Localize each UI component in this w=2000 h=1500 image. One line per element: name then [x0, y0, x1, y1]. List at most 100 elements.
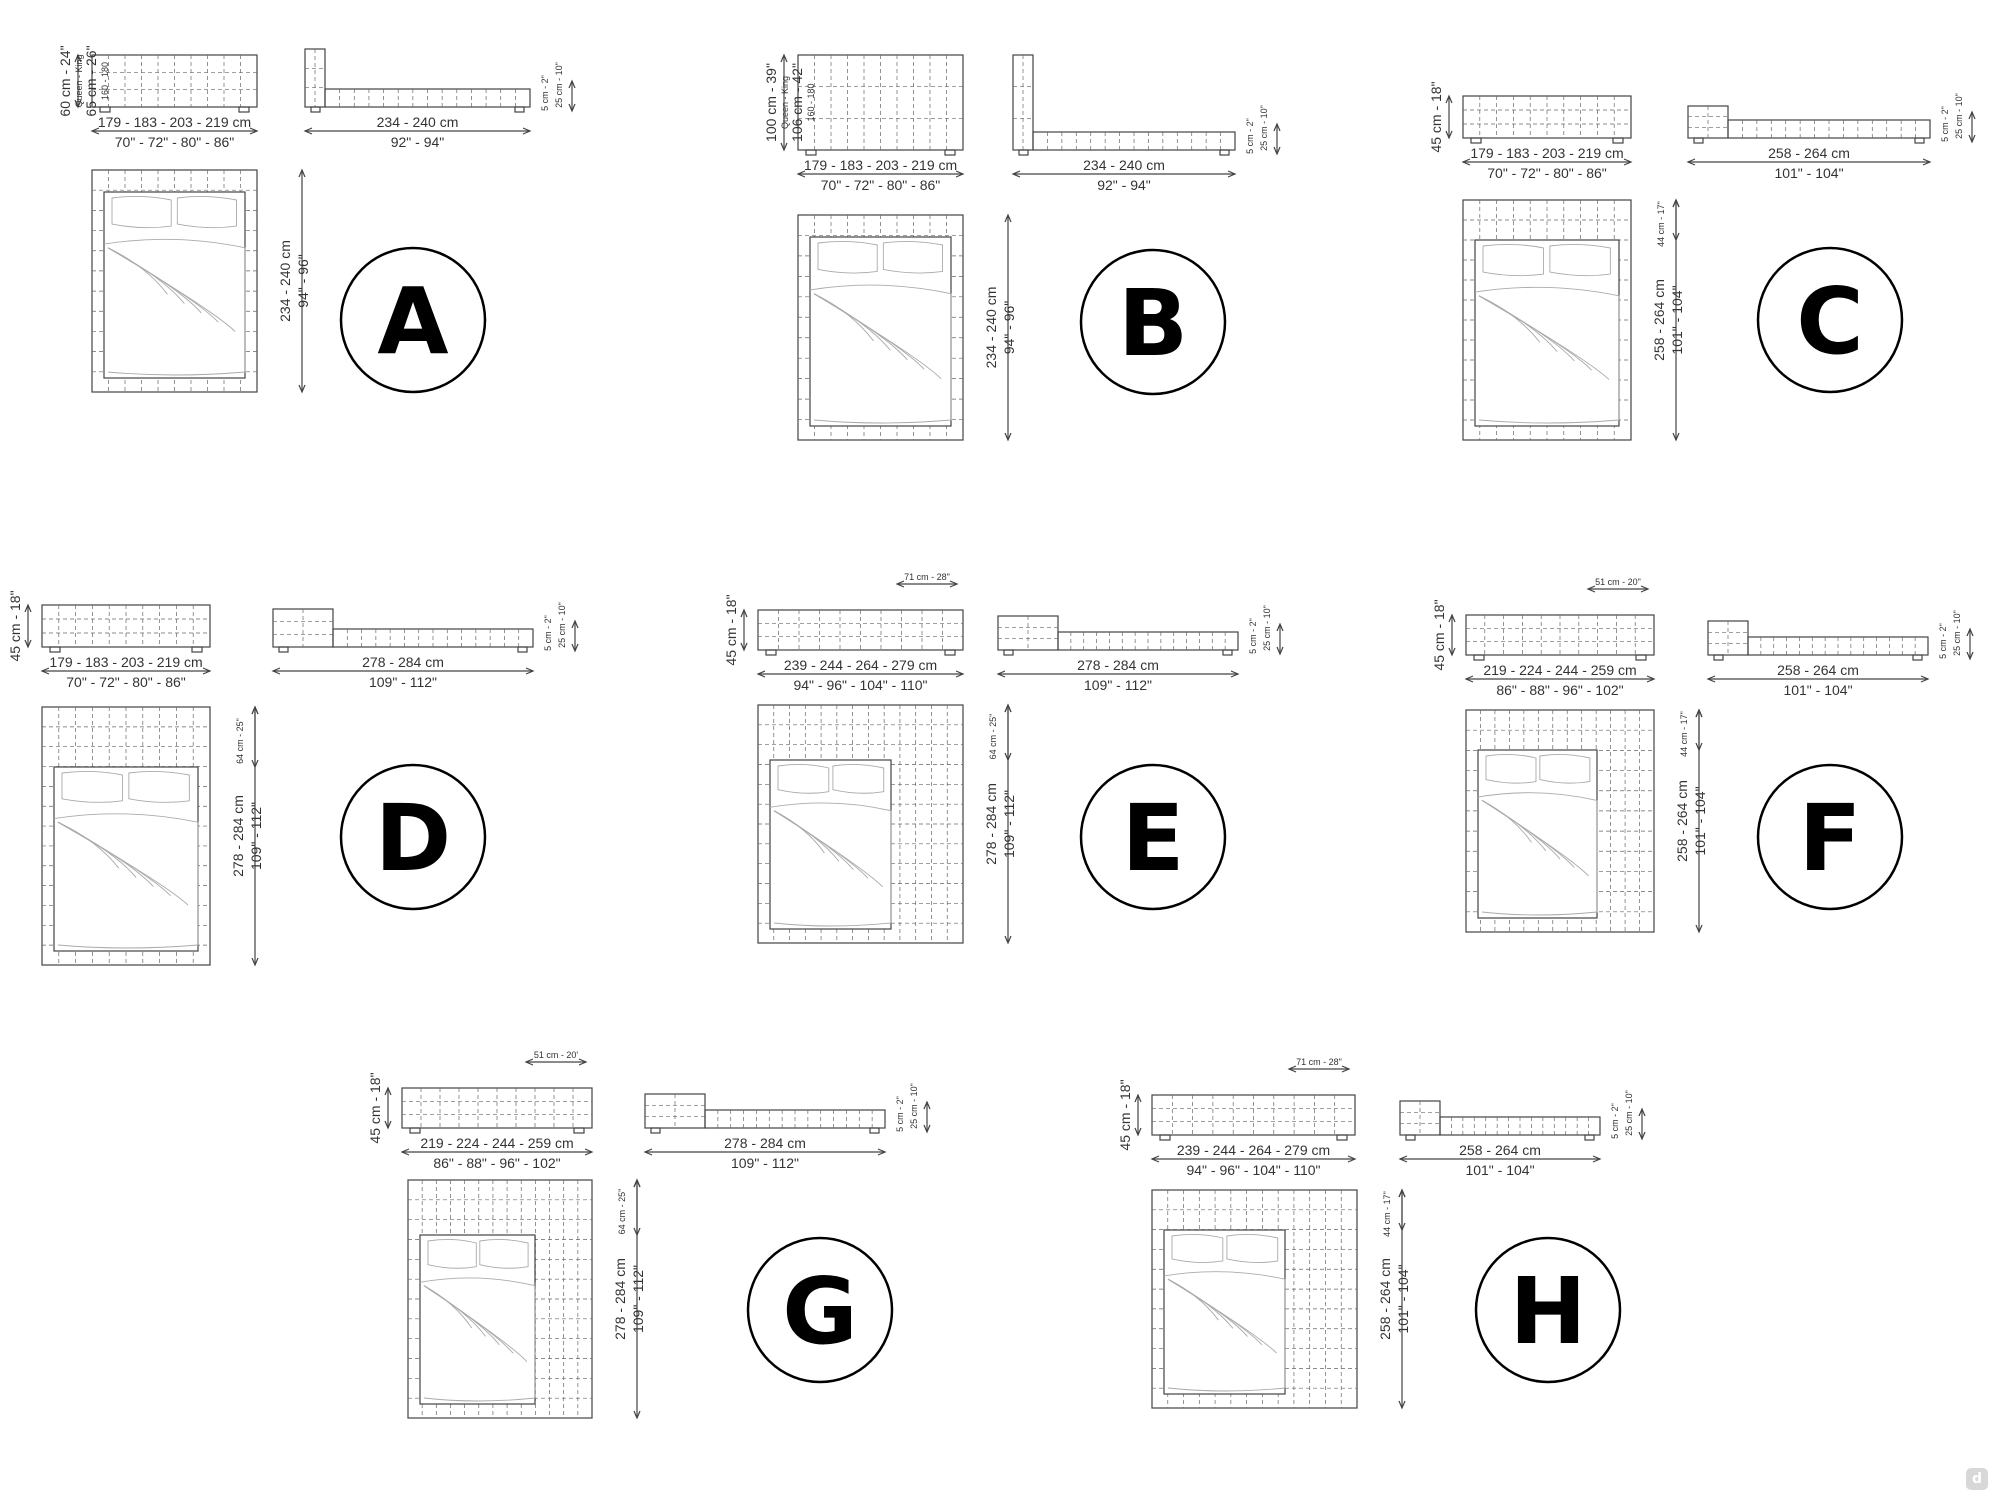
- configuration-letter: D: [375, 785, 451, 892]
- mattress: [1477, 749, 1598, 919]
- configuration-letter: A: [377, 268, 448, 375]
- front-side-panel-width: 71 cm - 28": [1296, 1057, 1342, 1067]
- foot: [1159, 1134, 1171, 1141]
- side-view: 278 - 284 cm 109" - 112" 5 cm - 2" 25 cm - …: [996, 605, 1284, 693]
- side-feet-height: 5 cm - 2": [895, 1096, 905, 1132]
- front-width-cm: 179 - 183 - 203 - 219 cm: [49, 654, 202, 670]
- foot: [409, 1127, 421, 1134]
- front-height: 100 cm - 39": [763, 63, 779, 142]
- configuration-letter: G: [782, 1258, 858, 1365]
- plan-length-cm: 278 - 284 cm: [983, 783, 999, 865]
- mattress: [1474, 239, 1620, 427]
- side-length-cm: 258 - 264 cm: [1768, 145, 1850, 161]
- side-length-cm: 278 - 284 cm: [1077, 657, 1159, 673]
- foot: [1219, 149, 1230, 156]
- duvet-fold: [107, 247, 236, 332]
- pillow: [1485, 753, 1537, 784]
- side-feet-height: 5 cm - 2": [1248, 618, 1258, 654]
- side-feet-height: 5 cm - 2": [1245, 118, 1255, 154]
- side-length-in: 109" - 112": [1084, 677, 1152, 693]
- front-height: 45 cm - 18": [1117, 1079, 1133, 1150]
- front-width-in: 70" - 72" - 80" - 86": [115, 134, 235, 150]
- pillow: [1549, 243, 1611, 277]
- pillow: [128, 770, 190, 803]
- configuration-letter: E: [1122, 785, 1185, 892]
- side-frame-height: 25 cm - 10": [1624, 1090, 1634, 1136]
- pillow: [111, 195, 172, 229]
- front-side-panel-width: 51 cm - 20': [534, 1050, 579, 1060]
- foot: [1470, 137, 1482, 144]
- front-width-cm: 239 - 244 - 264 - 279 cm: [1177, 1142, 1330, 1158]
- foot: [1914, 137, 1925, 144]
- front-height-queen-king: Queen - King: [780, 76, 790, 129]
- label-circle: [1756, 246, 1904, 394]
- plan-headboard-depth: 44 cm - 17": [1679, 711, 1689, 757]
- front-width-cm: 219 - 224 - 244 - 259 cm: [1483, 662, 1636, 678]
- side-frame-height: 25 cm - 10": [909, 1083, 919, 1129]
- foot: [805, 149, 817, 156]
- side-length-cm: 278 - 284 cm: [724, 1135, 806, 1151]
- plan-length-cm: 278 - 284 cm: [612, 1258, 628, 1340]
- plan-headboard-depth: 44 cm - 17": [1382, 1191, 1392, 1237]
- side-length-in: 101" - 104": [1783, 682, 1852, 698]
- duvet-fold: [773, 810, 883, 888]
- pillow: [1539, 753, 1591, 784]
- side-frame-height: 25 cm - 10": [1262, 605, 1272, 651]
- plan-length-cm: 258 - 264 cm: [1674, 780, 1690, 862]
- foot: [1405, 1134, 1416, 1141]
- plan-headboard-depth: 64 cm - 25": [235, 718, 245, 764]
- duvet-fold: [1481, 800, 1589, 877]
- front-width-in: 94" - 96" - 104" - 110": [793, 677, 927, 693]
- front-mattress-size: 160 - 180: [806, 83, 816, 121]
- foot: [1635, 654, 1647, 661]
- foot: [1336, 1134, 1348, 1141]
- foot: [49, 646, 61, 653]
- foot: [1693, 137, 1704, 144]
- pillow: [427, 1238, 477, 1269]
- front-height: 60 cm - 24": [57, 45, 73, 116]
- front-height: 45 cm - 18": [367, 1072, 383, 1143]
- foot: [869, 1127, 880, 1134]
- plan-headboard-depth: 64 cm - 25": [988, 714, 998, 760]
- pillow: [176, 195, 237, 229]
- configuration-letter: F: [1799, 785, 1862, 892]
- foot: [944, 149, 956, 156]
- foot: [1713, 654, 1724, 661]
- foot: [278, 646, 289, 653]
- foot: [238, 106, 250, 113]
- duvet: [1477, 792, 1598, 916]
- pillow: [817, 240, 878, 274]
- front-width-in: 70" - 72" - 80" - 86": [821, 177, 941, 193]
- foot: [310, 106, 321, 113]
- label-circle: [1474, 1236, 1622, 1384]
- label-circle: [1756, 763, 1904, 911]
- front-width-in: 70" - 72" - 80" - 86": [1487, 165, 1607, 181]
- foot: [765, 649, 777, 656]
- side-feet-height: 5 cm - 2": [1610, 1103, 1620, 1139]
- foot: [1003, 649, 1014, 656]
- duvet-fold: [813, 293, 942, 380]
- foot: [1473, 654, 1485, 661]
- front-width-cm: 179 - 183 - 203 - 219 cm: [1470, 145, 1623, 161]
- side-feet-height: 5 cm - 2": [543, 615, 553, 651]
- plan-headboard-depth: 64 cm - 25": [617, 1189, 627, 1235]
- side-frame-height: 25 cm - 10": [557, 602, 567, 648]
- foot: [517, 646, 528, 653]
- plan-length-in: 109" - 112": [248, 802, 264, 870]
- front-height: 45 cm - 18": [1428, 81, 1444, 152]
